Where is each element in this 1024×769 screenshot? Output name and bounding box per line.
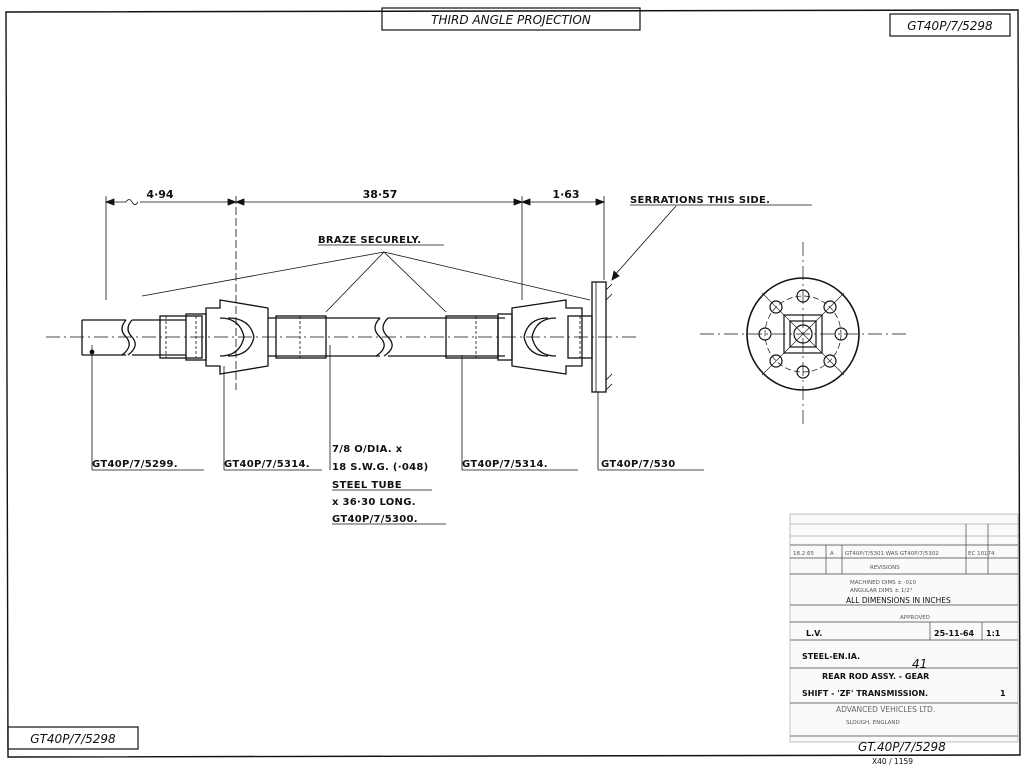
dimension-d2: 38·57	[363, 188, 398, 201]
tb-drawn-by: L.V.	[806, 629, 822, 638]
tb-date: 25-11-64	[934, 629, 974, 638]
tb-rev-date: 18.2.65	[793, 551, 814, 557]
drawing-number-bottom-box: GT40P/7/5298	[7, 726, 139, 750]
tb-location: SLOUGH, ENGLAND	[846, 720, 900, 726]
tb-tolerance-2: ANGULAR DIMS ± 1/2°	[850, 588, 913, 594]
part-label-4: GT40P/7/530	[601, 459, 676, 470]
tb-ec-number: EC 10174	[968, 551, 995, 557]
rod-side-view	[46, 281, 640, 393]
tb-drawing-number: GT.40P/7/5298	[858, 740, 946, 754]
tb-sheet-no: 41	[912, 657, 927, 671]
tb-qty: 1	[1000, 689, 1006, 698]
drawing-number-top-box: GT40P/7/5298	[889, 13, 1011, 37]
tb-units-note: ALL DIMENSIONS IN INCHES	[846, 596, 951, 605]
tb-stamp: X40 / 1159	[872, 757, 913, 766]
tb-scale: 1:1	[986, 629, 1001, 638]
title-block: 18.2.65 A GT40P/7/5301 WAS GT40P/7/5302 …	[789, 513, 1019, 766]
tb-rev-letter: A	[830, 551, 834, 557]
tb-tolerance-1: MACHINED DIMS ± ·010	[850, 580, 917, 586]
tb-revisions-label: REVISIONS	[870, 565, 900, 571]
serrations-callout: SERRATIONS THIS SIDE.	[630, 195, 770, 206]
tb-title-line-1: REAR ROD ASSY. - GEAR	[822, 672, 929, 681]
dimension-d3: 1·63	[552, 188, 579, 201]
tube-spec-line-3: STEEL TUBE	[332, 480, 402, 491]
tube-spec-line-4: x 36·30 LONG.	[332, 497, 416, 508]
dimension-lines	[104, 196, 606, 390]
tube-spec-line-2: 18 S.W.G. (·048)	[332, 462, 429, 473]
sheet-border	[5, 9, 1021, 758]
part-label-leaders	[89, 345, 704, 471]
drawing-number-top: GT40P/7/5298	[907, 19, 993, 33]
tb-approved-label: APPROVED	[900, 615, 930, 621]
tb-rev-note: GT40P/7/5301 WAS GT40P/7/5302	[845, 551, 939, 557]
braze-callout: BRAZE SECURELY.	[318, 235, 421, 246]
part-label-3: GT40P/7/5314.	[462, 459, 548, 470]
tb-title-line-2: SHIFT - 'ZF' TRANSMISSION.	[802, 689, 928, 698]
tb-material: STEEL-EN.IA.	[802, 652, 860, 661]
projection-title: THIRD ANGLE PROJECTION	[431, 13, 591, 27]
part-label-1: GT40P/7/5299.	[92, 459, 178, 470]
tube-spec-line-5: GT40P/7/5300.	[332, 514, 418, 525]
tube-spec: 7/8 O/DIA. x 18 S.W.G. (·048) STEEL TUBE…	[332, 444, 446, 525]
projection-title-box: THIRD ANGLE PROJECTION	[381, 7, 641, 31]
flange-end-view-icon	[700, 242, 910, 428]
dimension-d1: 4·94	[146, 188, 173, 201]
drawing-number-bottom-left: GT40P/7/5298	[30, 732, 116, 746]
tb-company: ADVANCED VEHICLES LTD.	[836, 705, 935, 714]
tube-spec-line-1: 7/8 O/DIA. x	[332, 444, 403, 455]
serrations-leader	[611, 204, 812, 281]
part-label-2: GT40P/7/5314.	[224, 459, 310, 470]
braze-leaders	[141, 244, 591, 313]
